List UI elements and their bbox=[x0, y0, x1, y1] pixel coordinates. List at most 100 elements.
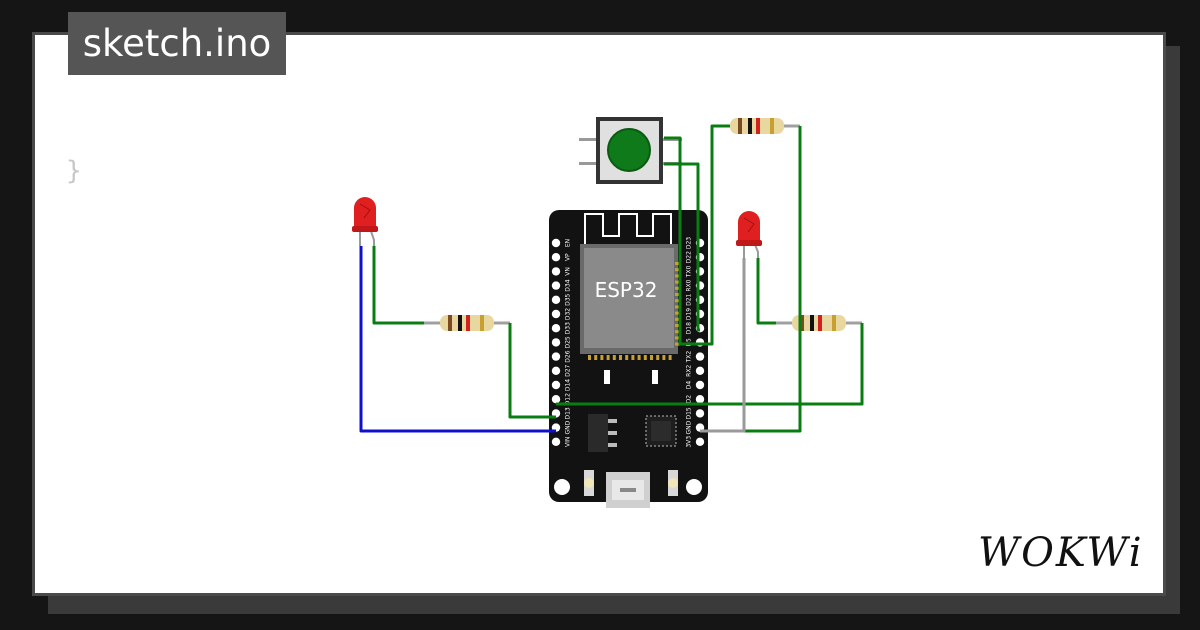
chip-pad bbox=[650, 355, 653, 360]
esp32-module: ESP32 bbox=[580, 244, 680, 360]
pin-label: D19 bbox=[686, 308, 693, 320]
chip-pad bbox=[675, 268, 680, 272]
chip-pad bbox=[656, 355, 660, 360]
pin-hole[interactable] bbox=[551, 253, 561, 262]
chip-pad bbox=[675, 286, 680, 290]
mounting-hole bbox=[554, 479, 570, 495]
wire-resistor-top-3v3[interactable] bbox=[700, 126, 802, 433]
led-right[interactable] bbox=[736, 211, 762, 258]
left-pin-header bbox=[551, 238, 561, 446]
mounting-hole bbox=[686, 479, 702, 495]
pin-label: 3V3 bbox=[686, 436, 693, 448]
chip-pad bbox=[675, 293, 680, 296]
pin-hole[interactable] bbox=[551, 352, 561, 361]
chip-pad bbox=[675, 262, 680, 265]
pin-label: D14 bbox=[565, 379, 572, 391]
pin-label: TX2 bbox=[686, 351, 693, 364]
pin-hole[interactable] bbox=[551, 324, 561, 333]
wokwi-logo: WOKWi bbox=[978, 530, 1144, 574]
pin-label: D35 bbox=[565, 293, 572, 305]
chip-pad bbox=[675, 324, 680, 327]
chip-pad bbox=[612, 355, 616, 360]
chip-pad bbox=[675, 311, 680, 315]
pin-label: D13 bbox=[565, 407, 572, 419]
chip-pad bbox=[594, 355, 598, 360]
pin-hole[interactable] bbox=[695, 352, 705, 361]
chip-pad bbox=[631, 355, 635, 360]
pin-label: D23 bbox=[686, 237, 693, 249]
pin-hole[interactable] bbox=[551, 338, 561, 347]
pin-label: D34 bbox=[565, 279, 572, 291]
wire-led-right-gnd[interactable] bbox=[700, 258, 746, 433]
file-name-tab[interactable]: sketch.ino bbox=[68, 12, 286, 75]
pin-hole[interactable] bbox=[695, 366, 705, 375]
chip-pad bbox=[588, 355, 591, 360]
push-button[interactable] bbox=[579, 117, 682, 184]
pin-hole[interactable] bbox=[551, 380, 561, 390]
pin-hole[interactable] bbox=[695, 409, 705, 418]
pin-hole[interactable] bbox=[551, 281, 561, 290]
pin-hole[interactable] bbox=[551, 309, 561, 319]
led-left[interactable] bbox=[352, 197, 378, 246]
chip-pad bbox=[606, 355, 610, 360]
wire-resistor-left-d13[interactable] bbox=[508, 323, 556, 419]
pin-hole[interactable] bbox=[551, 295, 561, 304]
chip-pad bbox=[625, 355, 629, 360]
wire-led-right-resistor[interactable] bbox=[756, 258, 776, 325]
chip-pad bbox=[668, 355, 672, 360]
wire-resistor-right-d12[interactable] bbox=[556, 323, 864, 406]
pin-label: GND bbox=[565, 420, 572, 434]
pin-hole[interactable] bbox=[695, 437, 705, 446]
pin-hole[interactable] bbox=[551, 395, 561, 404]
chip-pad bbox=[643, 355, 647, 360]
pin-label: VN bbox=[565, 267, 572, 276]
chip-pad bbox=[675, 342, 680, 346]
reset-button[interactable] bbox=[668, 470, 678, 496]
chip-pad bbox=[675, 330, 680, 334]
logo-text: WOKWi bbox=[978, 530, 1144, 574]
chip-pad bbox=[675, 336, 680, 340]
pin-hole[interactable] bbox=[695, 395, 705, 404]
chip-pad bbox=[600, 355, 604, 360]
wire-led-left-resistor[interactable] bbox=[372, 246, 424, 325]
pin-hole[interactable] bbox=[551, 437, 561, 446]
pin-label: D12 bbox=[565, 393, 572, 405]
pin-label: D21 bbox=[686, 293, 693, 305]
wire-button-d18[interactable] bbox=[664, 162, 700, 332]
pin-label: D32 bbox=[565, 308, 572, 320]
smd-capacitor bbox=[604, 370, 610, 384]
pin-hole[interactable] bbox=[551, 409, 561, 418]
wire-button-3v3[interactable] bbox=[664, 124, 730, 346]
pin-label: D5 bbox=[686, 338, 693, 347]
resistor-right[interactable] bbox=[776, 315, 862, 331]
pin-hole[interactable] bbox=[695, 380, 705, 390]
wire-led-left-gnd[interactable] bbox=[359, 246, 556, 433]
pin-label: RX2 bbox=[686, 365, 693, 377]
chip-pad bbox=[637, 355, 641, 360]
pin-label: VIN bbox=[565, 437, 572, 447]
chip-pad bbox=[675, 305, 680, 309]
pin-label: D18 bbox=[686, 322, 693, 334]
boot-button[interactable] bbox=[584, 470, 594, 496]
esp32-board[interactable]: ESP32 bbox=[549, 210, 708, 508]
pin-label: TX0 bbox=[686, 265, 693, 278]
button-cap[interactable] bbox=[607, 128, 651, 172]
pin-label: EN bbox=[565, 239, 572, 247]
pin-hole[interactable] bbox=[551, 238, 561, 248]
pin-hole[interactable] bbox=[551, 267, 561, 276]
resistor-left[interactable] bbox=[424, 315, 510, 331]
pin-label: RX0 bbox=[686, 279, 693, 291]
chip-label: ESP32 bbox=[595, 278, 658, 302]
chip-pad bbox=[619, 355, 622, 360]
antenna-trace bbox=[584, 213, 672, 244]
pin-label: D22 bbox=[686, 251, 693, 263]
code-snippet: } bbox=[66, 156, 82, 186]
pin-label: D15 bbox=[686, 407, 693, 419]
voltage-regulator bbox=[588, 414, 617, 452]
pin-label: D33 bbox=[565, 322, 572, 334]
pin-label: GND bbox=[686, 420, 693, 434]
chip-pad bbox=[662, 355, 666, 360]
pin-hole[interactable] bbox=[551, 366, 561, 375]
usb-uart-chip bbox=[645, 415, 677, 447]
